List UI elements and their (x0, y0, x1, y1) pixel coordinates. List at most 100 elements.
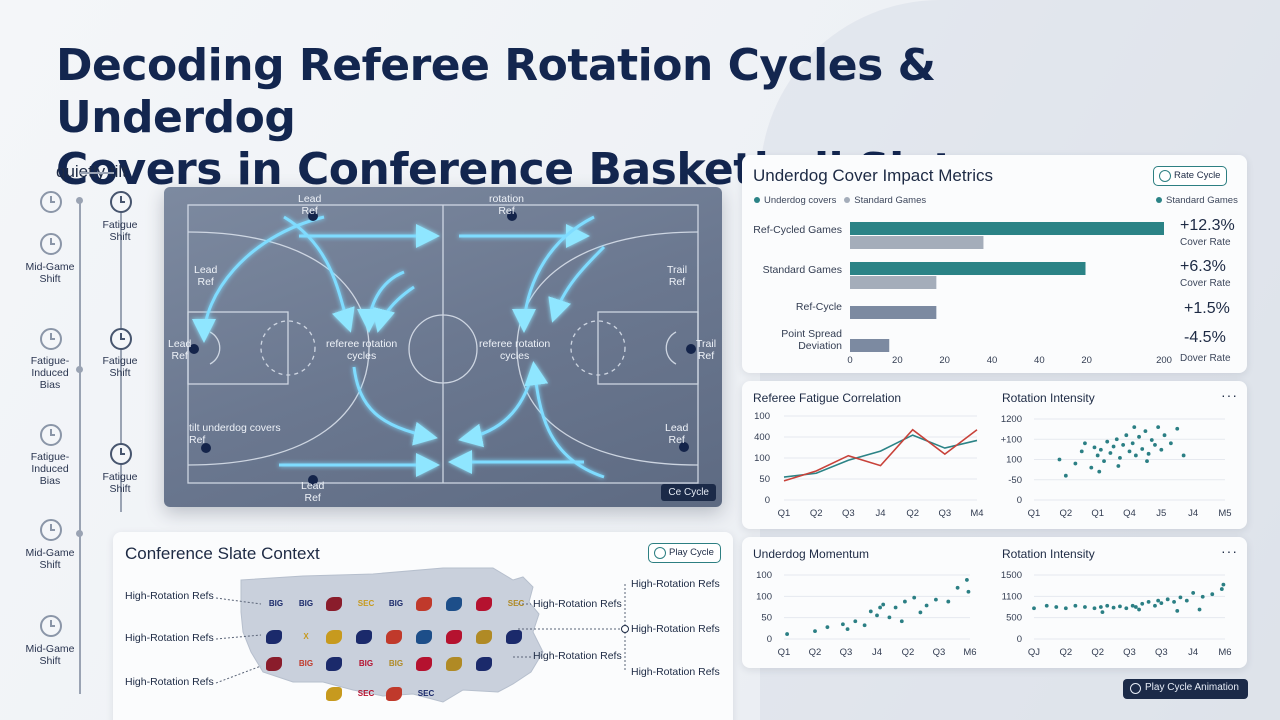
y-tick-label: +100 (1001, 434, 1022, 445)
scatter-point (1083, 605, 1087, 609)
team-logo-icon[interactable]: SEC (507, 599, 525, 608)
x-tick-label: M4 (970, 508, 983, 519)
clock-icon[interactable] (40, 191, 62, 213)
team-logo-icon[interactable]: BIG (388, 659, 404, 668)
high-rotation-refs-label: High-Rotation Refs (631, 623, 720, 635)
scatter-point (893, 605, 898, 610)
clock-icon[interactable] (40, 519, 62, 541)
scatter-point (1146, 451, 1151, 456)
y-tick-label: 400 (754, 432, 770, 443)
clock-icon[interactable] (110, 191, 132, 213)
team-logo-icon[interactable]: BIG (358, 659, 374, 668)
team-logo-icon[interactable] (416, 630, 432, 644)
team-logo-icon[interactable] (386, 630, 402, 644)
team-logo-icon[interactable]: X (303, 632, 309, 641)
scatter-point (1032, 606, 1036, 611)
team-logo-icon[interactable] (446, 630, 462, 644)
team-logo-icon[interactable] (326, 597, 342, 611)
team-logo-icon[interactable] (326, 687, 342, 701)
scatter-point (1098, 605, 1103, 609)
x-tick-label: Q2 (809, 647, 822, 658)
x-tick-label: Q2 (906, 508, 919, 519)
scatter-point (1172, 599, 1176, 604)
clock-icon[interactable] (40, 424, 62, 446)
timeline-connector (80, 172, 114, 174)
team-logo-icon[interactable]: BIG (268, 599, 284, 608)
x-tick-label: 40 (987, 355, 998, 366)
legend-label: Standard Games (1166, 195, 1238, 206)
more-menu-icon[interactable]: ··· (1221, 543, 1238, 559)
high-rotation-refs-label: High-Rotation Refs (631, 666, 720, 678)
series-line (783, 434, 978, 478)
team-logo-icon[interactable] (266, 657, 282, 671)
team-logo-icon[interactable] (476, 597, 492, 611)
scatter-point (1057, 457, 1062, 462)
clock-icon[interactable] (40, 615, 62, 637)
more-menu-icon[interactable]: ··· (1221, 387, 1238, 403)
play-cycle-toggle[interactable]: Play Cycle (648, 543, 721, 563)
play-cycle-animation-button[interactable]: Play Cycle Animation (1123, 679, 1248, 699)
team-logo-icon[interactable] (266, 630, 282, 644)
scatter-point (1044, 603, 1049, 608)
timeline-label: Fatigue Shift (102, 219, 138, 243)
x-tick-label: 20 (939, 355, 950, 366)
team-logo-icon[interactable] (476, 630, 492, 644)
scatter-point (1130, 603, 1135, 608)
team-logo-icon[interactable]: BIG (298, 599, 314, 608)
team-logo-icon[interactable]: SEC (417, 689, 435, 698)
clock-icon[interactable] (40, 233, 62, 255)
legend-swatch-teal (1156, 197, 1162, 204)
team-logo-icon[interactable]: BIG (298, 659, 314, 668)
clock-icon[interactable] (110, 443, 132, 465)
team-logo-icon[interactable]: BIG (388, 599, 404, 608)
scatter-point (1063, 473, 1068, 478)
scatter-point (1140, 601, 1145, 606)
court-label-lead-ref: Lead Ref (665, 422, 689, 446)
court-label-rotation-cycles: referee rotation cycles (326, 338, 398, 362)
court-label-trail-ref: Trail Ref (667, 264, 688, 288)
timeline-label: Fatigue- Induced Bias (30, 451, 70, 487)
legend-swatch-gray (844, 197, 851, 204)
scatter-point (1116, 464, 1121, 468)
series-line (783, 428, 978, 482)
y-tick-label: 100 (754, 411, 770, 422)
y-tick-label: 0 (1017, 495, 1022, 506)
clock-icon[interactable] (110, 328, 132, 350)
map-title: Conference Slate Context (125, 544, 320, 563)
team-logo-icon[interactable] (446, 657, 462, 671)
scatter-point (1073, 461, 1078, 466)
team-logo-icon[interactable] (386, 687, 402, 701)
x-tick-label: J4 (872, 647, 882, 658)
team-logo-icon[interactable] (416, 657, 432, 671)
team-logo-icon[interactable] (416, 597, 432, 611)
clock-icon[interactable] (40, 328, 62, 350)
team-logo-icon[interactable] (476, 657, 492, 671)
team-logo-icon[interactable] (356, 630, 372, 644)
team-logo-icon[interactable] (506, 630, 522, 644)
team-logo-icon[interactable]: SEC (357, 599, 375, 608)
scatter-point (1210, 592, 1215, 597)
scatter-point (1156, 425, 1161, 429)
high-rotation-refs-label: High-Rotation Refs (533, 650, 622, 662)
team-logo-icon[interactable] (326, 630, 342, 644)
team-logo-icon[interactable] (446, 597, 462, 611)
rate-cycle-toggle[interactable]: Rate Cycle (1153, 166, 1228, 186)
bar-category-label: Point Spread (781, 328, 842, 340)
scatter-point (813, 629, 817, 634)
cycle-badge[interactable]: Ce Cycle (661, 484, 716, 501)
scatter-point (1221, 582, 1226, 587)
basketball-court[interactable]: Lead Ref rotation Ref Lead Ref Trail Ref… (164, 187, 722, 507)
x-tick-label: Q2 (810, 508, 823, 519)
team-logo-icon[interactable] (326, 657, 342, 671)
scatter-point (1165, 597, 1170, 602)
intensity-title: Rotation Intensity (1002, 391, 1095, 405)
team-logo-icon[interactable]: SEC (357, 689, 375, 698)
x-tick-label: Q2 (1091, 647, 1104, 658)
scatter-point (955, 585, 960, 590)
intensity-title: Rotation Intensity (1002, 547, 1095, 561)
scatter-point (1079, 449, 1084, 454)
court-label-lead-ref: Lead Ref (194, 264, 218, 288)
scatter-point (881, 602, 886, 607)
